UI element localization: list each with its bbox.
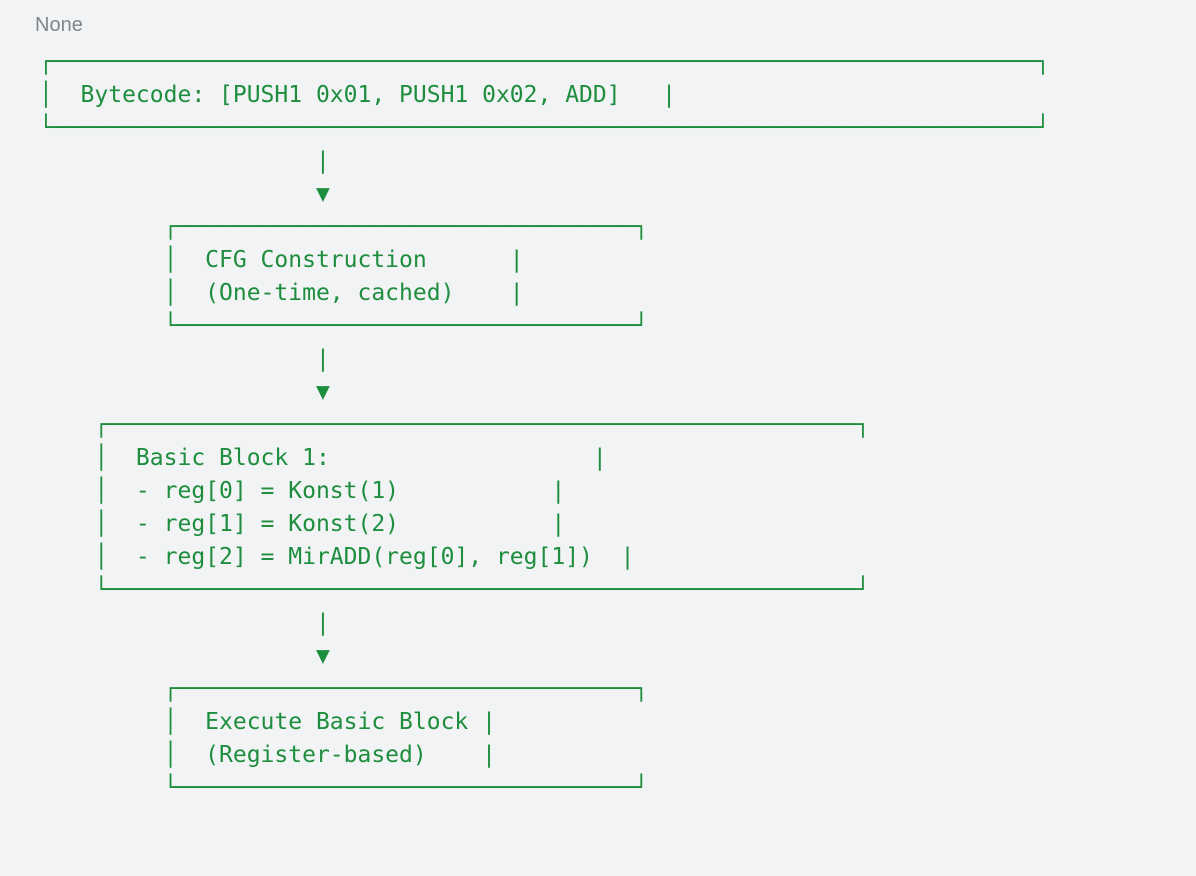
status-none-label: None [35,14,83,36]
ascii-flow-diagram: ┌───────────────────────────────────────… [39,49,1050,801]
output-panel: None ┌──────────────────────────────────… [0,14,1196,876]
